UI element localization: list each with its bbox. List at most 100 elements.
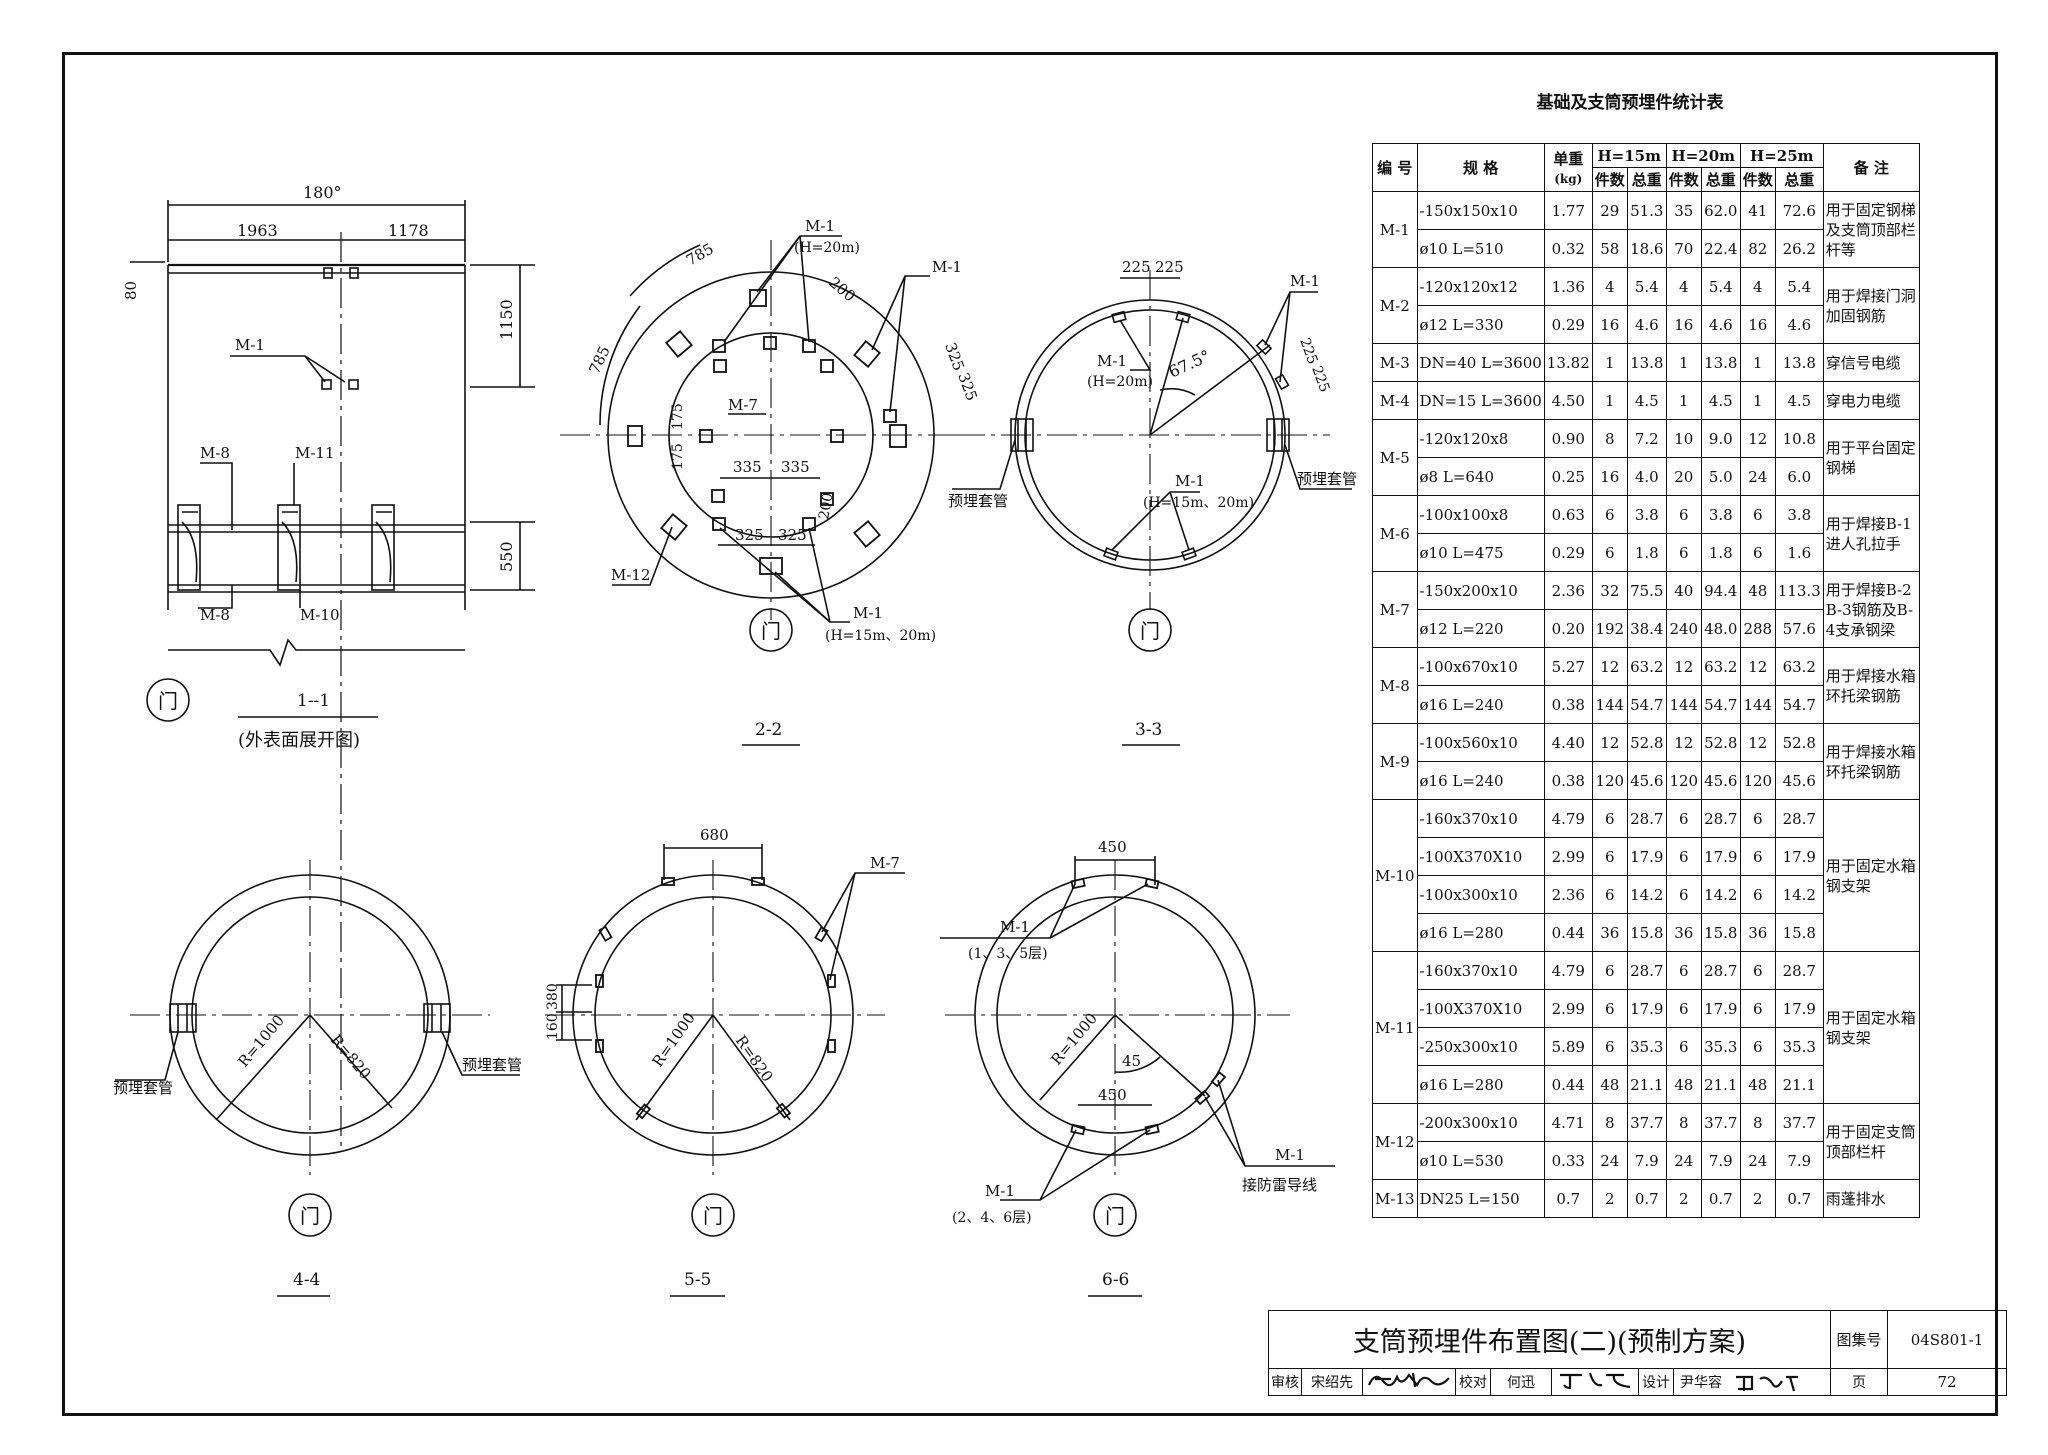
- count-20-cell: 70: [1665, 229, 1702, 268]
- label-m1-bottom: M-1: [853, 604, 883, 622]
- count-15-cell: 6: [1591, 989, 1628, 1028]
- unit-weight-cell: 0.7: [1543, 1179, 1593, 1218]
- unit-weight-cell: 0.32: [1543, 229, 1593, 268]
- part-id: M-6: [1372, 495, 1418, 572]
- count-20-cell: 2: [1665, 1179, 1702, 1218]
- total-20-cell: 17.9: [1700, 989, 1741, 1028]
- count-20-cell: 120: [1665, 761, 1702, 800]
- total-20-cell: 28.7: [1700, 951, 1741, 990]
- total-20-cell: 54.7: [1700, 685, 1741, 724]
- count-15-cell: 36: [1591, 913, 1628, 952]
- total-15-cell: 28.7: [1626, 799, 1667, 838]
- view-6-6: 450 M-1 (1、3、5层) R=1000 45 450 M-1 (2、4、…: [940, 838, 1335, 1297]
- page-label: 页: [1830, 1368, 1888, 1396]
- label-lightning: 接防雷导线: [1242, 1176, 1317, 1194]
- count-25-cell: 6: [1739, 533, 1776, 572]
- spec-cell: -100x560x10: [1416, 723, 1545, 762]
- total-25-cell: 15.8: [1774, 913, 1824, 952]
- dim-680: 680: [700, 826, 729, 844]
- sleeve-label-4-4-right: 预埋套管: [462, 1056, 522, 1074]
- sleeve-label-4-4-left: 预埋套管: [113, 1079, 173, 1097]
- count-15-cell: 1: [1591, 343, 1628, 382]
- total-15-cell: 13.8: [1626, 343, 1667, 382]
- spec-cell: -150x200x10: [1416, 571, 1545, 610]
- header-h20: H=20m: [1665, 143, 1741, 168]
- view-3-3: 225 225 M-1 M-1 (H=20m) 67.5° 225 225 M-…: [948, 258, 1357, 746]
- total-15-cell: 28.7: [1626, 951, 1667, 990]
- note-cell: 用于焊接门洞加固钢筋: [1822, 267, 1920, 344]
- count-20-cell: 16: [1665, 305, 1702, 344]
- count-20-cell: 1: [1665, 343, 1702, 382]
- total-25-cell: 14.2: [1774, 875, 1824, 914]
- count-20-cell: 36: [1665, 913, 1702, 952]
- total-20-cell: 21.1: [1700, 1065, 1741, 1104]
- total-15-cell: 15.8: [1626, 913, 1667, 952]
- count-25-cell: 12: [1739, 723, 1776, 762]
- reviewer-signature: [1362, 1368, 1456, 1396]
- count-15-cell: 120: [1591, 761, 1628, 800]
- total-15-cell: 4.5: [1626, 381, 1667, 420]
- r-820-4-4: R=820: [327, 1031, 375, 1083]
- count-15-cell: 24: [1591, 1141, 1628, 1180]
- sleeve-label-3-3-left: 预埋套管: [948, 492, 1008, 510]
- unit-weight-cell: 4.79: [1543, 799, 1593, 838]
- count-15-cell: 58: [1591, 229, 1628, 268]
- count-25-cell: 24: [1739, 1141, 1776, 1180]
- count-20-cell: 24: [1665, 1141, 1702, 1180]
- dim-450-bot: 450: [1098, 1086, 1127, 1104]
- total-15-cell: 37.7: [1626, 1103, 1667, 1142]
- review-label: 审核: [1268, 1368, 1302, 1396]
- dim-200-top: 200: [825, 273, 859, 305]
- label-m1-6-6-bl: M-1: [985, 1182, 1015, 1200]
- unit-weight-cell: 0.20: [1543, 609, 1593, 648]
- total-25-cell: 54.7: [1774, 685, 1824, 724]
- spec-cell: -100X370X10: [1416, 837, 1545, 876]
- unit-weight-cell: 2.99: [1543, 837, 1593, 876]
- unit-weight-cell: 2.36: [1543, 571, 1593, 610]
- header-count-25: 件数: [1739, 167, 1776, 192]
- total-20-cell: 94.4: [1700, 571, 1741, 610]
- unit-weight-cell: 0.25: [1543, 457, 1593, 496]
- r-820-5-5: R=820: [732, 1032, 777, 1085]
- total-25-cell: 4.6: [1774, 305, 1824, 344]
- count-20-cell: 6: [1665, 495, 1702, 534]
- label-m1-3-3-left: M-1: [1097, 352, 1127, 370]
- total-25-cell: 26.2: [1774, 229, 1824, 268]
- total-20-cell: 1.8: [1700, 533, 1741, 572]
- count-15-cell: 8: [1591, 1103, 1628, 1142]
- total-20-cell: 48.0: [1700, 609, 1741, 648]
- drawing-frame: [62, 52, 1998, 1416]
- total-25-cell: 7.9: [1774, 1141, 1824, 1180]
- dim-175-b: 175: [670, 443, 686, 470]
- dim-225-c: 225: [1296, 336, 1320, 367]
- label-m11: M-11: [295, 444, 335, 462]
- dim-175-a: 175: [670, 403, 686, 430]
- total-25-cell: 45.6: [1774, 761, 1824, 800]
- total-25-cell: 10.8: [1774, 419, 1824, 458]
- total-15-cell: 45.6: [1626, 761, 1667, 800]
- header-unit-weight: 单重(kg): [1543, 143, 1593, 192]
- atlas-label: 图集号: [1830, 1310, 1888, 1369]
- total-20-cell: 28.7: [1700, 799, 1741, 838]
- stats-table: 编 号 规 格 单重(kg) H=15m H=20m H=25m 备 注 件数 …: [1372, 143, 1920, 1218]
- total-15-cell: 0.7: [1626, 1179, 1667, 1218]
- spec-cell: -160x370x10: [1416, 951, 1545, 990]
- unit-weight-cell: 2.36: [1543, 875, 1593, 914]
- total-25-cell: 35.3: [1774, 1027, 1824, 1066]
- unit-weight-cell: 2.99: [1543, 989, 1593, 1028]
- total-20-cell: 45.6: [1700, 761, 1741, 800]
- part-id: M-10: [1372, 799, 1418, 952]
- count-15-cell: 4: [1591, 267, 1628, 306]
- count-15-cell: 12: [1591, 647, 1628, 686]
- total-20-cell: 9.0: [1700, 419, 1741, 458]
- unit-weight-cell: 0.29: [1543, 305, 1593, 344]
